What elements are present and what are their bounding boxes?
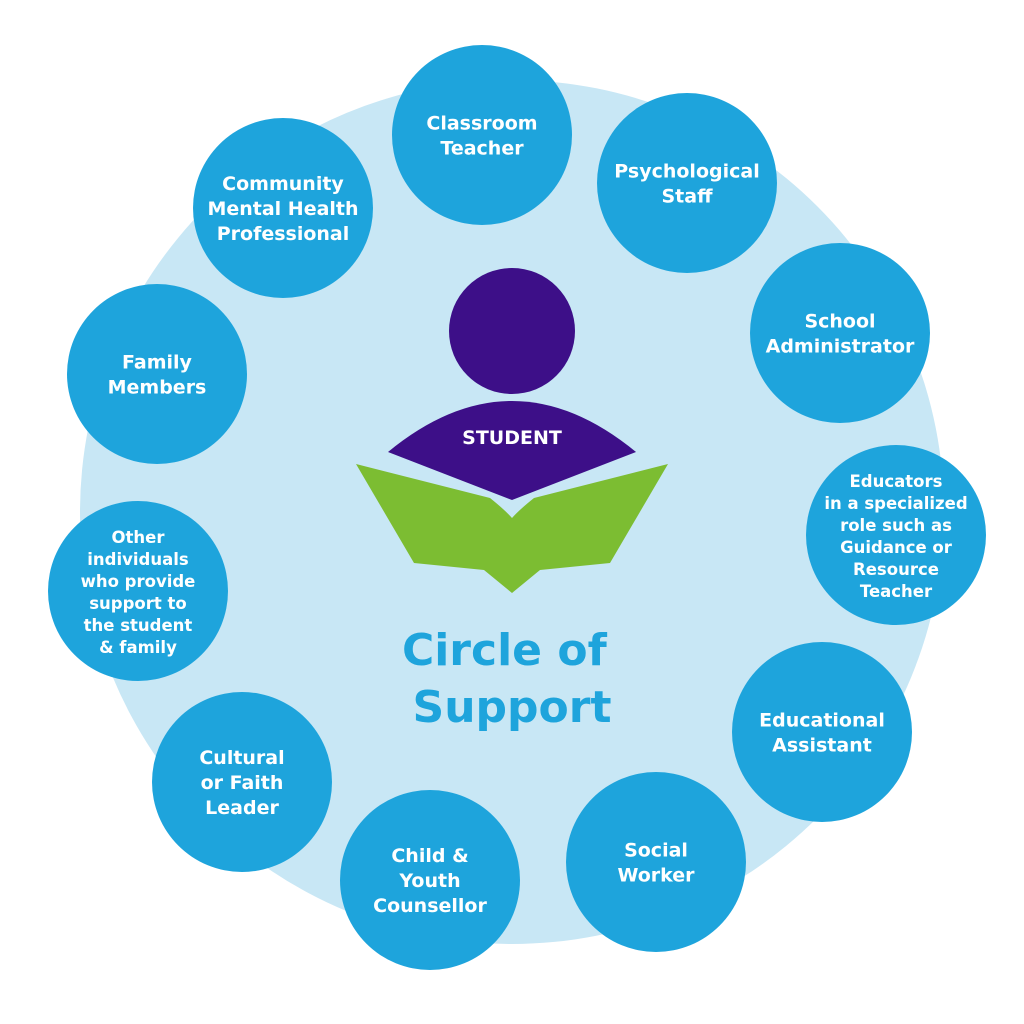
node-circle xyxy=(152,692,332,872)
student-head xyxy=(449,268,575,394)
node-circle xyxy=(566,772,746,952)
node-circle xyxy=(732,642,912,822)
node-circle xyxy=(392,45,572,225)
node-circle xyxy=(750,243,930,423)
book-icon xyxy=(356,464,668,593)
node-circle xyxy=(48,501,228,681)
node-circle xyxy=(340,790,520,970)
node-circle xyxy=(806,445,986,625)
student-body xyxy=(388,401,636,500)
node-circle xyxy=(193,118,373,298)
student-label: STUDENT xyxy=(462,427,562,449)
diagram-title: Circle of Support xyxy=(402,625,622,733)
student-figure-icon: STUDENT xyxy=(356,268,668,593)
node-circle xyxy=(597,93,777,273)
node-circle xyxy=(67,284,247,464)
